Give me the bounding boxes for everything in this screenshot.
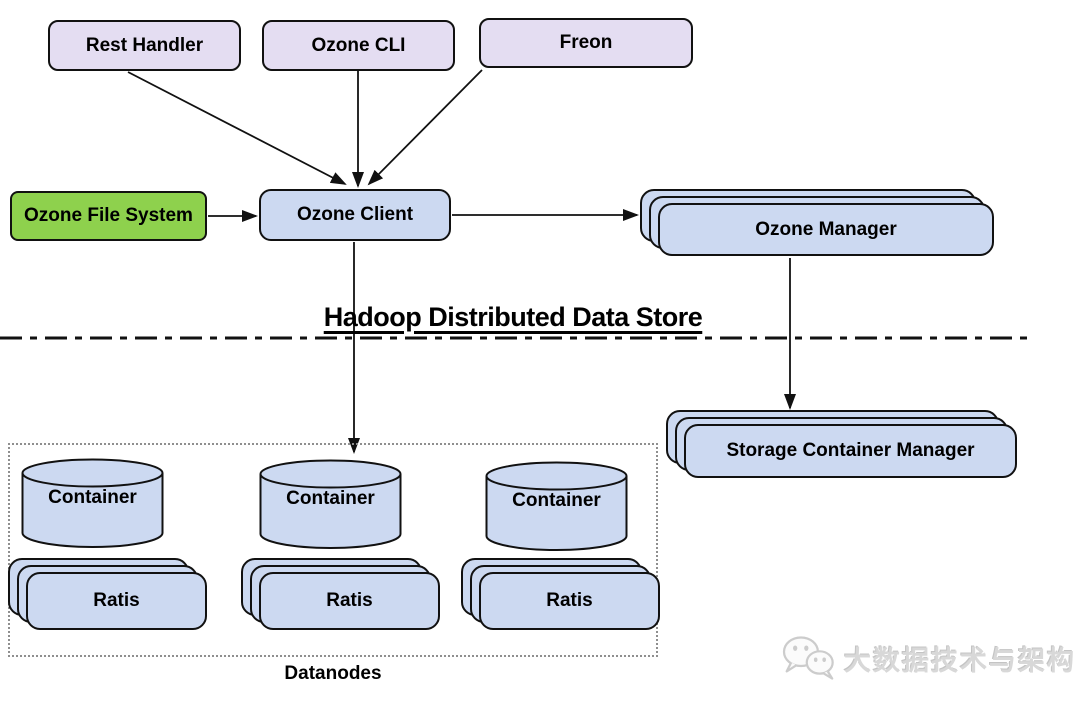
node-ratis-stack: Ratis bbox=[241, 558, 441, 632]
cylinder-shape-icon bbox=[21, 458, 164, 548]
node-ratis-stack: Ratis bbox=[8, 558, 208, 632]
node-rest-handler: Rest Handler bbox=[48, 20, 241, 71]
container-cylinder: Container bbox=[20, 457, 165, 550]
container-label: Container bbox=[286, 488, 375, 509]
node-ozone-file-system: Ozone File System bbox=[10, 191, 207, 241]
container-label: Container bbox=[512, 490, 601, 511]
node-ratis: Ratis bbox=[259, 572, 440, 630]
datanodes-group-box: Container Container Container Ratis bbox=[8, 443, 661, 657]
watermark: 大数据技术与架构 bbox=[780, 633, 1076, 683]
arrow-resthandler-to-client bbox=[127, 71, 347, 185]
node-rest-handler-label: Rest Handler bbox=[85, 34, 204, 56]
container-label: Container bbox=[48, 487, 137, 508]
cylinder-shape-icon bbox=[485, 461, 628, 551]
node-freon: Freon bbox=[479, 18, 693, 68]
node-ozone-file-system-label: Ozone File System bbox=[24, 205, 193, 226]
node-scm-stack: Storage Container Manager bbox=[666, 410, 1019, 480]
diagram-title: Hadoop Distributed Data Store bbox=[323, 302, 703, 332]
node-ratis: Ratis bbox=[479, 572, 660, 630]
node-ozone-cli: Ozone CLI bbox=[262, 20, 455, 71]
node-ozone-client: Ozone Client bbox=[259, 189, 451, 241]
ratis-label: Ratis bbox=[546, 590, 593, 611]
wechat-icon bbox=[782, 636, 834, 680]
ratis-label: Ratis bbox=[93, 590, 140, 611]
node-ozone-client-label: Ozone Client bbox=[296, 204, 414, 225]
node-storage-container-manager-label: Storage Container Manager bbox=[726, 440, 975, 461]
node-storage-container-manager: Storage Container Manager bbox=[684, 424, 1017, 478]
container-cylinder: Container bbox=[484, 460, 629, 553]
arrow-freon-to-client bbox=[367, 69, 483, 186]
watermark-text: 大数据技术与架构 bbox=[844, 645, 1076, 676]
container-cylinder: Container bbox=[258, 458, 403, 551]
node-ratis-stack: Ratis bbox=[461, 558, 661, 632]
ratis-label: Ratis bbox=[326, 590, 373, 611]
cylinder-shape-icon bbox=[259, 459, 402, 549]
node-ozone-manager: Ozone Manager bbox=[658, 203, 994, 256]
node-ozone-manager-label: Ozone Manager bbox=[755, 218, 897, 240]
node-ratis: Ratis bbox=[26, 572, 207, 630]
node-ozone-cli-label: Ozone CLI bbox=[311, 34, 406, 56]
node-ozone-manager-stack: Ozone Manager bbox=[640, 189, 996, 258]
datanodes-caption: Datanodes bbox=[284, 663, 382, 684]
node-freon-label: Freon bbox=[559, 32, 613, 53]
